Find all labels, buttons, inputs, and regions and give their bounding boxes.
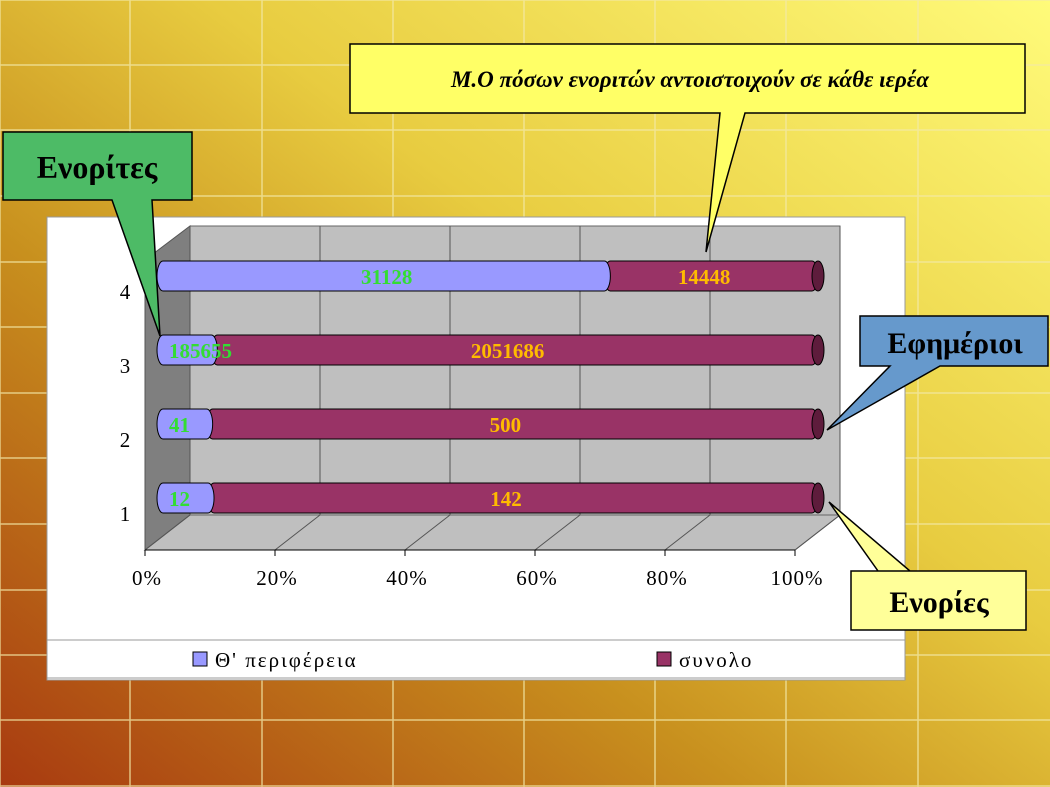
bar-theta-2 — [156, 408, 214, 440]
data-label-synolo: 14448 — [678, 265, 731, 289]
data-label-synolo: 2051686 — [471, 339, 545, 363]
bar-end-cap-2 — [811, 408, 825, 440]
x-tick-label: 20% — [256, 566, 298, 590]
bar-end-cap-3 — [811, 334, 825, 366]
callout-enorites-text: Ενορίτες — [37, 149, 158, 185]
bar-theta-3 — [156, 334, 218, 366]
x-tick-label: 40% — [386, 566, 428, 590]
data-label-theta: 41 — [169, 413, 190, 437]
y-tick-label: 4 — [120, 280, 131, 304]
data-label-synolo: 142 — [490, 487, 522, 511]
floor-gridline — [144, 514, 191, 551]
floor-gridline — [664, 514, 711, 551]
y-tick-label: 3 — [120, 354, 131, 378]
bar-theta-1 — [156, 482, 215, 514]
callout-enorites: Ενορίτες — [2, 131, 193, 337]
floor-gridline — [794, 514, 841, 551]
floor-gridline — [274, 514, 321, 551]
x-tick-label: 60% — [516, 566, 558, 590]
floor-gridline — [404, 514, 451, 551]
bar-end-cap-4 — [811, 260, 825, 292]
callout-ierea: Μ.Ο πόσων ενοριτών αντοιστοιχούν σε κάθε… — [349, 43, 1026, 253]
legend-label-theta: Θ' περιφέρεια — [215, 648, 358, 672]
x-tick-label: 100% — [771, 566, 824, 590]
legend-swatch-theta — [192, 651, 208, 667]
legend — [46, 639, 906, 679]
plot-floor — [143, 514, 842, 551]
legend-label-synolo: συνολο — [679, 648, 753, 672]
bar-end-cap-1 — [811, 482, 825, 514]
callout-efimerioi-text: Εφημέριοι — [887, 327, 1023, 360]
data-label-theta: 31128 — [361, 265, 412, 289]
legend-swatch-synolo — [656, 651, 672, 667]
callout-efimerioi: Εφημέριοι — [826, 315, 1049, 431]
y-axis: 1 2 3 4 — [120, 280, 131, 526]
x-tick-label: 0% — [132, 566, 162, 590]
bars — [156, 260, 825, 514]
y-tick-label: 2 — [120, 428, 131, 452]
data-label-theta: 185655 — [169, 339, 232, 363]
data-labels: 12 142 41 500 185655 2051686 31128 14448 — [169, 265, 730, 511]
data-label-synolo: 500 — [490, 413, 522, 437]
data-label-theta: 12 — [169, 487, 190, 511]
y-tick-label: 1 — [120, 502, 131, 526]
callout-ierea-text: Μ.Ο πόσων ενοριτών αντοιστοιχούν σε κάθε… — [450, 67, 930, 92]
x-axis: 0% 20% 40% 60% 80% 100% — [132, 549, 824, 590]
floor-gridline — [534, 514, 581, 551]
callout-enories: Ενορίες — [828, 501, 1027, 631]
callout-enories-text: Ενορίες — [889, 586, 989, 619]
x-tick-label: 80% — [646, 566, 688, 590]
